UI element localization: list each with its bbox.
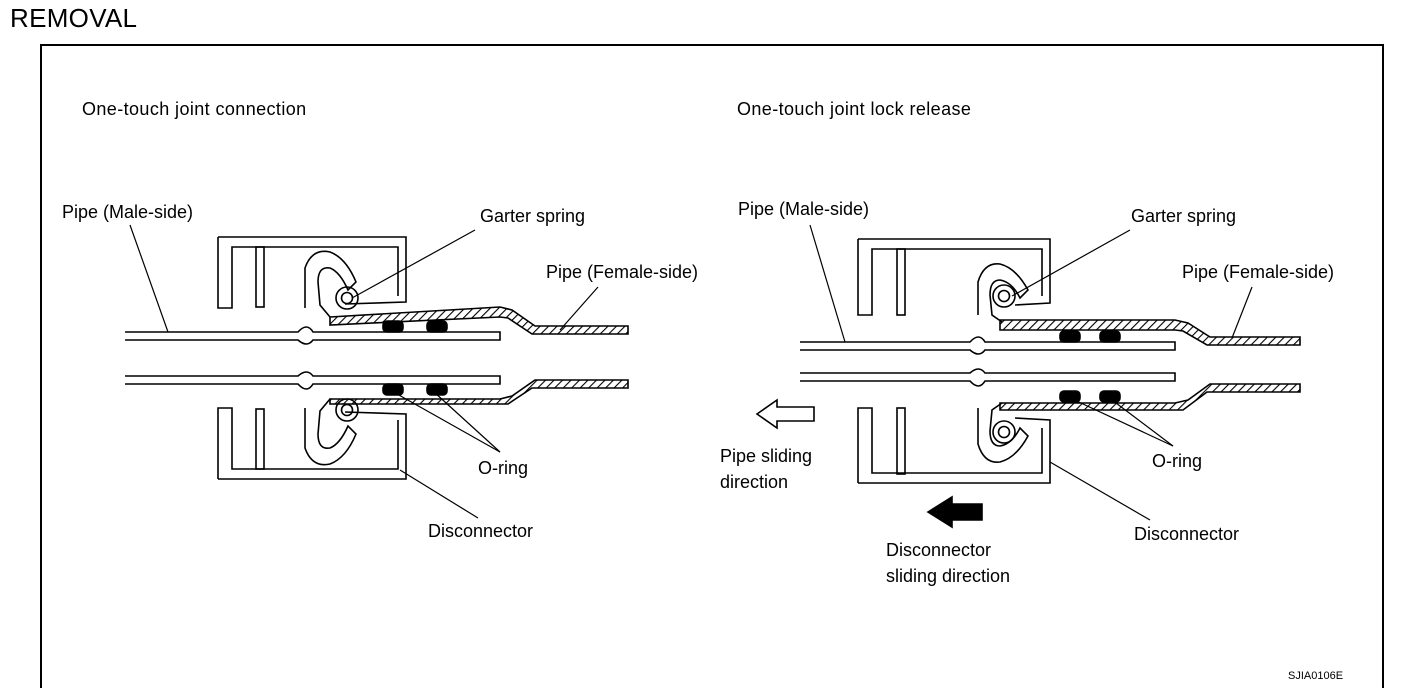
left-o-ring-bot-1 (382, 383, 404, 396)
right-label-disconnector: Disconnector (1134, 524, 1239, 544)
right-label-garter-spring: Garter spring (1131, 206, 1236, 226)
left-disconnector-top (217, 236, 407, 318)
left-disconnector-bottom (217, 398, 407, 480)
left-assembly (125, 224, 629, 519)
right-o-ring-top-2 (1099, 330, 1121, 343)
right-disconnector-top (857, 238, 1051, 323)
right-label-disc-sliding-line2: sliding direction (886, 566, 1010, 586)
right-label-pipe-sliding-line1: Pipe sliding (720, 446, 812, 466)
right-disconnector-bottom (857, 402, 1051, 484)
right-label-pipe-sliding-line2: direction (720, 472, 788, 492)
left-label-pipe-female: Pipe (Female-side) (546, 262, 698, 282)
pipe-sliding-arrow-icon (755, 398, 815, 430)
right-o-ring-bot-1 (1059, 390, 1081, 403)
left-female-pipe (329, 306, 629, 405)
right-o-ring-bot-2 (1099, 390, 1121, 403)
disconnector-sliding-arrow-icon (926, 495, 983, 529)
left-label-o-ring: O-ring (478, 458, 528, 478)
right-label-pipe-male: Pipe (Male-side) (738, 199, 869, 219)
right-label-pipe-female: Pipe (Female-side) (1182, 262, 1334, 282)
right-leader-lines (809, 224, 1253, 521)
left-o-ring-top-2 (426, 320, 448, 333)
left-male-pipe (125, 326, 501, 390)
right-o-ring-top-1 (1059, 330, 1081, 343)
left-leader-lines (129, 224, 599, 519)
left-section-title: One-touch joint connection (82, 99, 307, 119)
right-male-pipe (800, 336, 1176, 387)
left-label-pipe-male: Pipe (Male-side) (62, 202, 193, 222)
left-o-ring-bot-2 (426, 383, 448, 396)
diagram-frame (40, 44, 1384, 688)
right-label-disc-sliding-line1: Disconnector (886, 540, 991, 560)
right-assembly (800, 224, 1301, 521)
left-label-garter-spring: Garter spring (480, 206, 585, 226)
figure-code: SJIA0106E (1288, 670, 1344, 682)
right-section-title: One-touch joint lock release (737, 99, 971, 119)
right-label-o-ring: O-ring (1152, 451, 1202, 471)
page-title: REMOVAL (10, 3, 138, 33)
left-o-ring-top-1 (382, 320, 404, 333)
right-female-pipe (999, 319, 1301, 411)
left-label-disconnector: Disconnector (428, 521, 533, 541)
